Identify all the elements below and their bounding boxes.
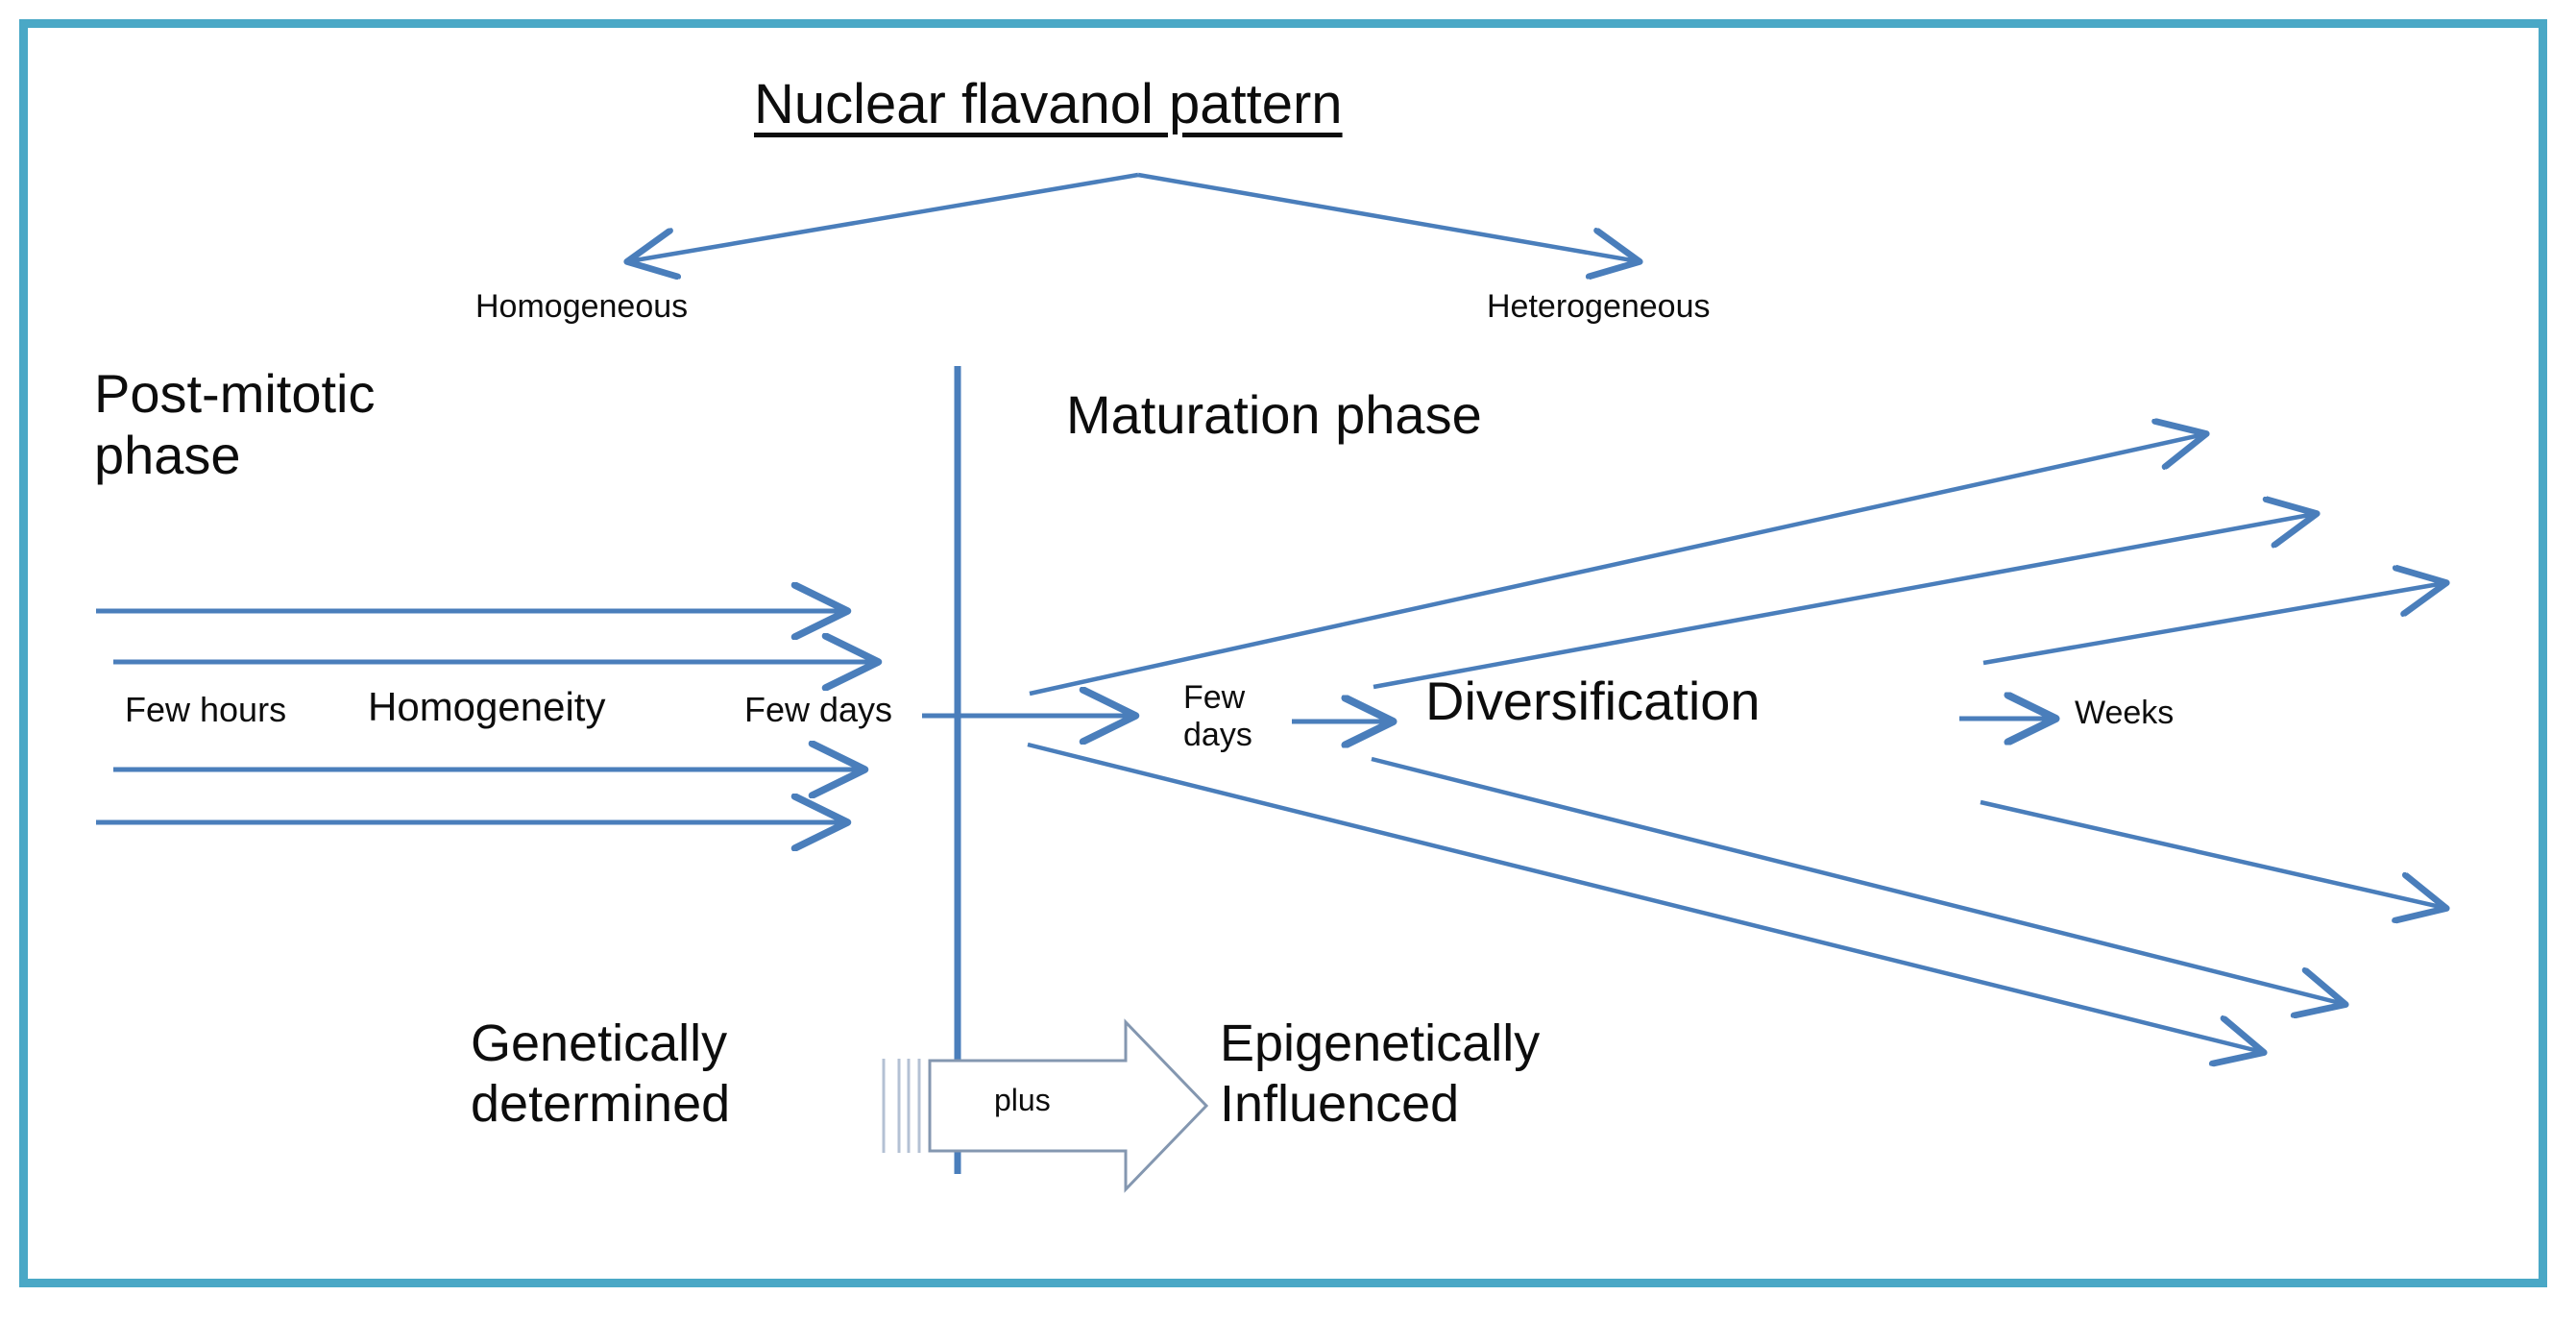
duration-label-weeks: Weeks bbox=[2075, 695, 2175, 731]
timeline-label-homogeneity: Homogeneity bbox=[368, 684, 606, 729]
maturation-phase-title: Maturation phase bbox=[1066, 384, 1482, 445]
branch-label-homogeneous: Homogeneous bbox=[475, 288, 689, 325]
fan-arrows-down bbox=[1027, 742, 2444, 1052]
figure-outer-border bbox=[19, 19, 2547, 1287]
left-timeline-arrows bbox=[96, 611, 876, 822]
fan-arrow-down-1 bbox=[1980, 799, 2444, 908]
timeline-label-few-days: Few days bbox=[744, 690, 893, 729]
genetically-determined-label: Genetically determined bbox=[471, 1014, 731, 1133]
block-arrow-right-icon bbox=[882, 1018, 1209, 1193]
branch-label-heterogeneous: Heterogeneous bbox=[1487, 288, 1711, 325]
figure-title: Nuclear flavanol pattern bbox=[754, 73, 1343, 135]
fan-arrow-up-1 bbox=[1029, 434, 2204, 697]
post-mitotic-phase-title: Post-mitotic phase bbox=[94, 363, 376, 485]
fan-arrows-up bbox=[1029, 434, 2444, 697]
branch-arrow-right bbox=[1137, 172, 1638, 261]
timeline-label-few-hours: Few hours bbox=[125, 690, 287, 729]
maturation-duration-few-days: Few days bbox=[1183, 679, 1252, 754]
diversification-label: Diversification bbox=[1425, 671, 1761, 731]
fan-arrow-down-2 bbox=[1371, 756, 2344, 1004]
fan-arrow-up-3 bbox=[1982, 583, 2444, 666]
branch-arrow-left bbox=[629, 172, 1139, 261]
fan-arrow-down-3 bbox=[1027, 742, 2262, 1052]
fan-arrow-up-2 bbox=[1373, 514, 2315, 690]
block-arrow-plus-label: plus bbox=[994, 1083, 1051, 1117]
epigenetically-influenced-label: Epigenetically Influenced bbox=[1220, 1014, 1541, 1133]
